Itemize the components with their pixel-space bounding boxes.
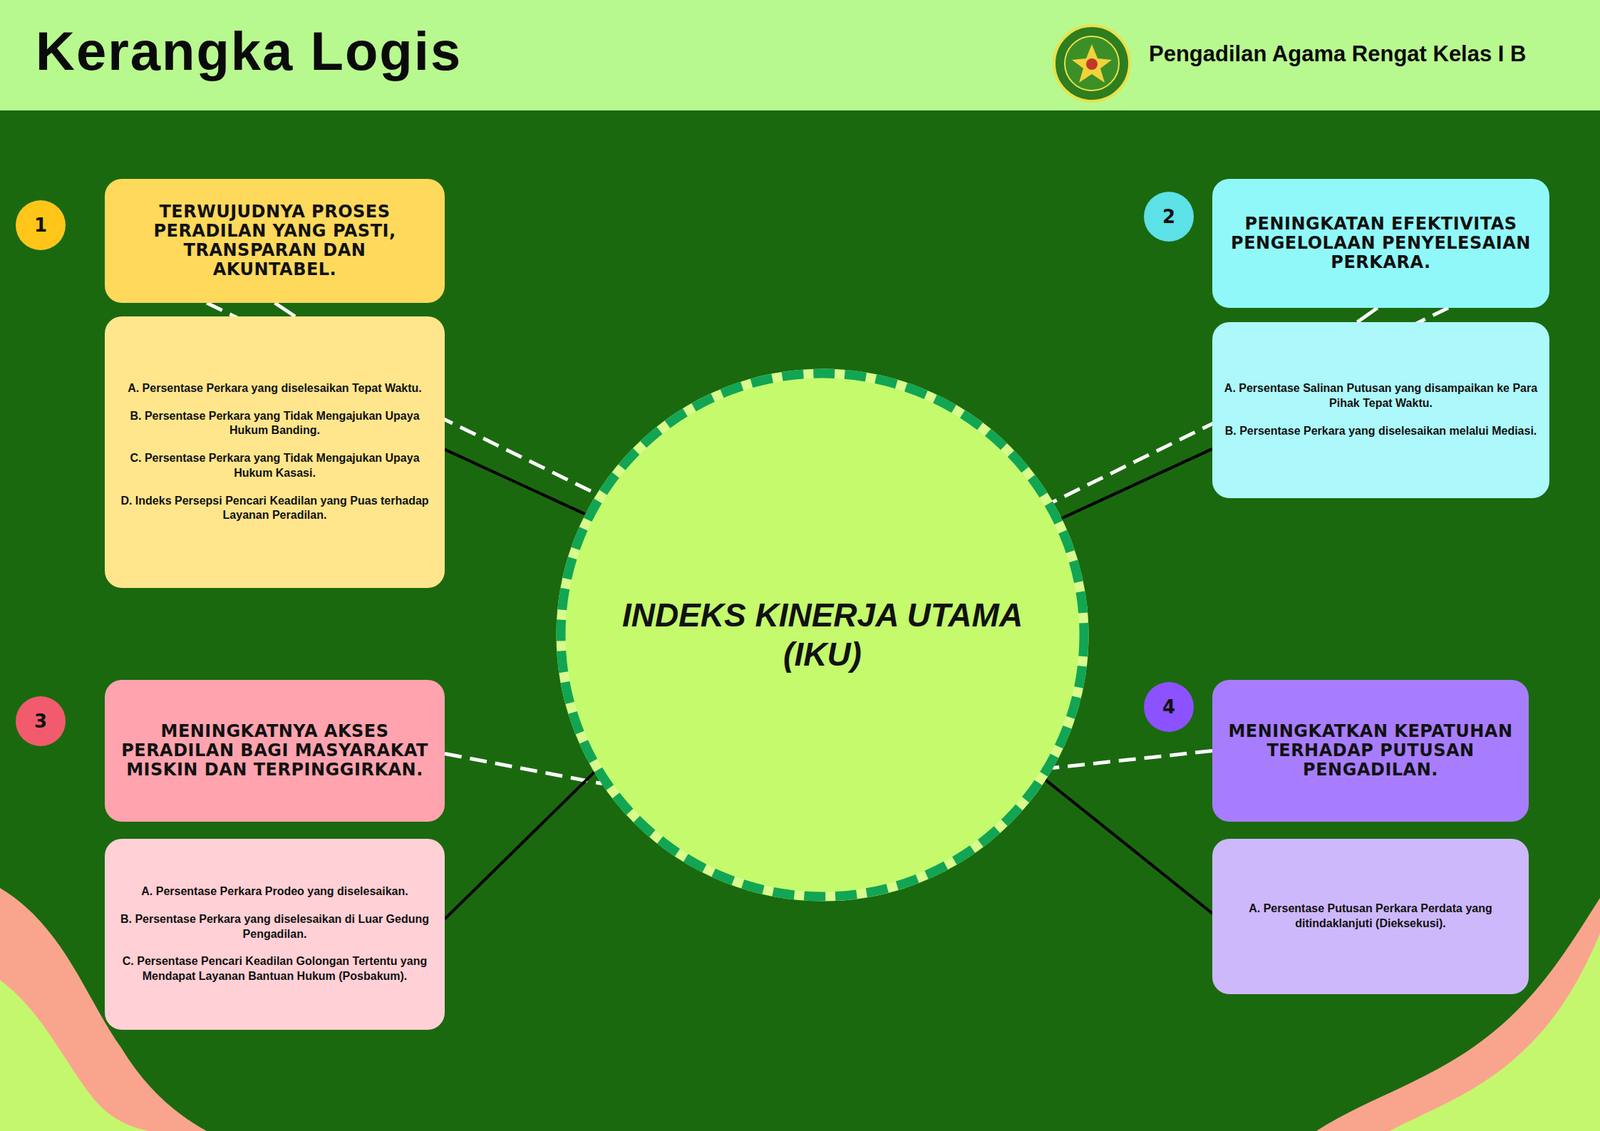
callout-number: 4 (1143, 681, 1195, 733)
indicator-text: A. Persentase Putusan Perkara Perdata ya… (1222, 901, 1519, 932)
center-circle: INDEKS KINERJA UTAMA (IKU) (555, 367, 1090, 903)
indicator-text: B. Persentase Perkara yang diselesaikan … (1225, 424, 1538, 440)
callout-number: 2 (1162, 205, 1176, 228)
indicator-text: D. Indeks Persepsi Pencari Keadilan yang… (114, 493, 435, 524)
heading-text: PENINGKATAN EFEKTIVITAS PENGELOLAAN PENY… (1227, 214, 1534, 273)
page-title: Kerangka Logis (35, 19, 462, 82)
logo-center (1086, 58, 1098, 70)
dashed-connector (444, 753, 603, 784)
callout-number: 4 (1162, 696, 1176, 718)
goal-box: PENINGKATAN EFEKTIVITAS PENGELOLAAN PENY… (1212, 178, 1550, 308)
hub-dashed-border (560, 373, 1085, 897)
indicator-text: A. Persentase Perkara yang diselesaikan … (127, 381, 422, 397)
indicator-text: C. Persentase Pencari Keadilan Golongan … (114, 954, 435, 985)
indicator-box: A. Persentase Perkara Prodeo yang disele… (104, 838, 445, 1030)
heading-text: MENINGKATKAN KEPATUHAN TERHADAP PUTUSAN … (1227, 721, 1514, 780)
indicator-text: C. Persentase Perkara yang Tidak Mengaju… (114, 451, 435, 482)
court-logo (1054, 25, 1130, 102)
heading-text: TERWUJUDNYA PROSES PERADILAN YANG PASTI,… (120, 202, 430, 280)
logo-star (1071, 44, 1112, 83)
goal-box: TERWUJUDNYA PROSES PERADILAN YANG PASTI,… (104, 178, 445, 303)
indicator-text: A. Persentase Perkara Prodeo yang disele… (141, 884, 408, 900)
number-disc (15, 200, 66, 251)
callout-number: 1 (34, 214, 48, 236)
indicator-text: A. Persentase Salinan Putusan yang disam… (1222, 381, 1540, 412)
indicator-box: A. Persentase Putusan Perkara Perdata ya… (1212, 838, 1529, 995)
callout-number: 3 (34, 710, 48, 732)
goal-box: MENINGKATNYA AKSES PERADILAN BAGI MASYAR… (104, 679, 445, 822)
callout-number: 2 (1143, 191, 1195, 243)
indicator-text: B. Persentase Perkara yang diselesaikan … (114, 912, 435, 943)
hub-circle (555, 367, 1090, 903)
callout-number: 3 (14, 695, 67, 747)
header-band (0, 0, 1600, 111)
heading-text: MENINGKATNYA AKSES PERADILAN BAGI MASYAR… (120, 721, 430, 780)
dashed-connector (1052, 751, 1213, 769)
solid-connector (444, 771, 595, 919)
callout-number: 1 (14, 199, 67, 251)
heading-text: INDEKS KINERJA UTAMA (IKU) (601, 595, 1044, 675)
court-name: Pengadilan Agama Rengat Kelas I B (1148, 41, 1526, 67)
number-disc (1143, 191, 1194, 242)
indicator-box: A. Persentase Perkara yang diselesaikan … (104, 316, 445, 588)
logo-inner (1064, 36, 1119, 91)
number-disc (1143, 682, 1194, 732)
short-connector (1356, 307, 1377, 323)
indicator-box: A. Persentase Salinan Putusan yang disam… (1212, 322, 1550, 499)
solid-connector (1045, 779, 1213, 913)
hub-fill (560, 373, 1085, 897)
indicator-text: B. Persentase Perkara yang Tidak Mengaju… (114, 409, 435, 440)
solid-connector (1061, 448, 1213, 519)
number-disc (15, 696, 66, 747)
short-connector (275, 302, 296, 317)
logo-ring (1054, 25, 1130, 102)
solid-connector (444, 449, 586, 515)
goal-box: MENINGKATKAN KEPATUHAN TERHADAP PUTUSAN … (1212, 679, 1529, 822)
